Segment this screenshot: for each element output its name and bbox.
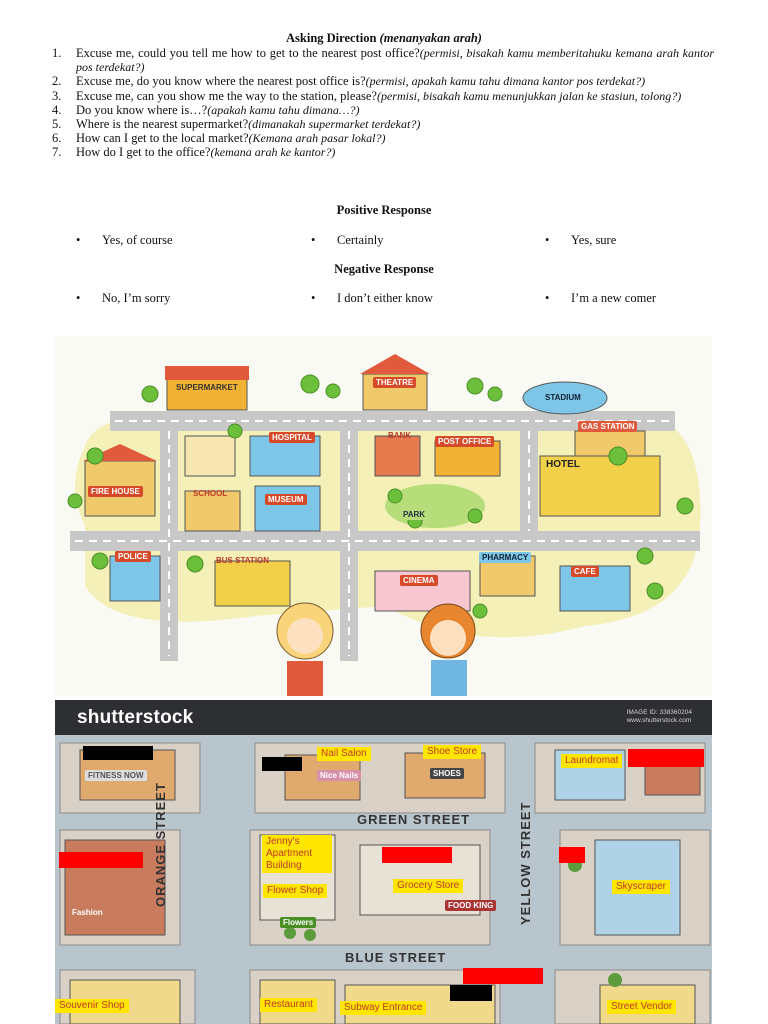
question-text: How can I get to the local market? — [76, 131, 249, 146]
shop-sign: FOOD KING — [445, 900, 497, 911]
redaction-box — [450, 985, 492, 1001]
map-label: BUS STATION — [216, 556, 270, 565]
shop-sign: SHOES — [430, 768, 465, 779]
positive-item: Yes, of course — [76, 233, 172, 248]
place-label: Shoe Store — [423, 745, 482, 759]
place-label: Jenny's Apartment Building — [262, 835, 332, 873]
question-number: 2. — [52, 74, 62, 89]
page-title: Asking Direction (menanyakan arah) — [0, 31, 768, 46]
shop-sign: Flowers — [280, 917, 317, 928]
stock-image-id: IMAGE ID: 338360204 — [626, 709, 692, 716]
positive-item: Certainly — [311, 233, 383, 248]
question-translation: (dimanakah supermarket terdekat?) — [248, 117, 421, 132]
question-number: 7. — [52, 145, 62, 160]
question-translation: (permisi, bisakah kamu memberitahuku kem… — [76, 46, 714, 75]
place-label: Souvenir Shop — [55, 999, 129, 1013]
map-label: THEATRE — [373, 377, 417, 388]
negative-item: I’m a new comer — [545, 291, 656, 306]
question-item: 7. How do I get to the office?(kemana ara… — [52, 145, 714, 159]
shop-sign: Nice Nails — [317, 770, 362, 781]
negative-item: I don’t either know — [311, 291, 433, 306]
map-label: HOSPITAL — [269, 432, 315, 443]
map-label: GAS STATION — [578, 421, 638, 432]
question-item: 4. Do you know where is…?(apakah kamu tah… — [52, 103, 714, 117]
redaction-box — [382, 847, 452, 863]
map-label: CAFE — [571, 566, 599, 577]
question-text: Do you know where is…? — [76, 102, 208, 117]
place-label: Laundromat — [561, 754, 623, 768]
question-number: 1. — [52, 46, 62, 60]
map-label: SCHOOL — [193, 489, 228, 498]
question-item: 6. How can I get to the local market?(Kem… — [52, 131, 714, 145]
place-label: Street Vendor — [607, 1000, 677, 1014]
question-item: 3. Excuse me, can you show me the way to … — [52, 89, 714, 103]
question-number: 6. — [52, 131, 62, 146]
street-name: GREEN STREET — [357, 812, 471, 827]
question-text: Excuse me, can you show me the way to th… — [76, 88, 377, 103]
street-name: YELLOW STREET — [518, 801, 533, 926]
place-label: Nail Salon — [317, 747, 371, 761]
redaction-box — [262, 757, 302, 771]
city-map-drawing — [67, 354, 701, 696]
stock-logo: shutterstock — [77, 707, 194, 728]
street-name: BLUE STREET — [345, 950, 447, 965]
city-map-illustration: SUPERMARKET THEATRE STADIUM GAS STATION … — [55, 336, 712, 696]
question-list: 1. Excuse me, could you tell me how to ge… — [52, 46, 714, 160]
map-label: POLICE — [115, 551, 151, 562]
redaction-box — [83, 746, 153, 760]
place-label: Grocery Store — [393, 879, 464, 893]
redaction-box — [559, 847, 585, 863]
map-label: BANK — [388, 431, 412, 440]
question-number: 3. — [52, 88, 62, 103]
question-translation: (permisi, apakah kamu tahu dimana kantor… — [365, 74, 646, 89]
positive-item: Yes, sure — [545, 233, 616, 248]
place-label: Restaurant — [260, 998, 317, 1012]
question-text: How do I get to the office? — [76, 145, 211, 160]
question-number: 4. — [52, 102, 62, 117]
positive-response-title: Positive Response — [336, 203, 432, 217]
shop-sign: FITNESS NOW — [85, 770, 147, 781]
map-label: MUSEUM — [265, 494, 307, 505]
question-translation: (permisi, bisakah kamu menunjukkan jalan… — [376, 88, 682, 103]
place-label: Subway Entrance — [340, 1001, 427, 1015]
stock-site: www.shutterstock.com — [626, 717, 692, 724]
stock-banner: shutterstock IMAGE ID: 338360204 www.shu… — [55, 700, 712, 735]
map-label: STADIUM — [542, 392, 584, 403]
street-map-illustration: GREEN STREET BLUE STREET ORANGE STREET Y… — [55, 735, 712, 1024]
title-text: Asking Direction — [286, 31, 377, 45]
question-text: Where is the nearest supermarket? — [76, 117, 249, 132]
map-label: PHARMACY — [479, 552, 532, 563]
redaction-box — [463, 968, 543, 984]
question-item: 1. Excuse me, could you tell me how to ge… — [52, 46, 714, 74]
map-label: SUPERMARKET — [173, 382, 241, 393]
map-label: POST OFFICE — [435, 436, 495, 447]
map-label: FIRE HOUSE — [88, 486, 143, 497]
question-item: 2. Excuse me, do you know where the neare… — [52, 74, 714, 88]
question-translation: (Kemana arah pasar lokal?) — [248, 131, 386, 146]
question-translation: (apakah kamu tahu dimana…?) — [207, 102, 360, 117]
map-label: PARK — [400, 509, 429, 520]
redaction-box — [628, 749, 704, 767]
map-label: HOTEL — [546, 459, 580, 470]
question-translation: (kemana arah ke kantor?) — [210, 145, 336, 160]
title-translation: (menanyakan arah) — [379, 31, 482, 45]
negative-response-title: Negative Response — [334, 262, 434, 276]
place-label: Skyscraper — [612, 880, 671, 894]
shop-sign: Fashion — [69, 907, 106, 918]
redaction-box — [59, 852, 143, 868]
question-text: Excuse me, do you know where the nearest… — [76, 74, 366, 89]
street-name: ORANGE STREET — [153, 782, 168, 907]
negative-item: No, I’m sorry — [76, 291, 171, 306]
map-label: CINEMA — [400, 575, 438, 586]
place-label: Flower Shop — [263, 884, 328, 898]
question-number: 5. — [52, 117, 62, 132]
stock-meta: IMAGE ID: 338360204 www.shutterstock.com — [627, 709, 692, 725]
question-item: 5. Where is the nearest supermarket?(dima… — [52, 117, 714, 131]
question-text: Excuse me, could you tell me how to get … — [76, 46, 420, 60]
